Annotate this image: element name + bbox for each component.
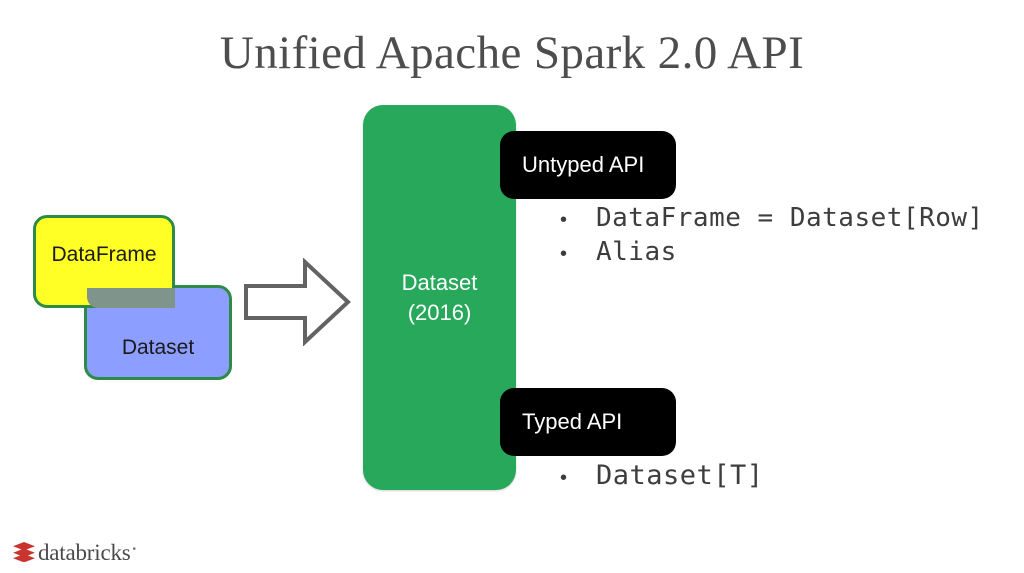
- box-overlap-region: [87, 288, 175, 308]
- flow-arrow: [243, 257, 351, 347]
- databricks-mark-icon: [12, 540, 36, 567]
- bullet-marker-icon: •: [560, 467, 568, 489]
- dataframe-box-label: DataFrame: [51, 243, 157, 266]
- list-item: • DataFrame = Dataset[Row]: [552, 203, 984, 233]
- databricks-logo: databricks •: [12, 540, 136, 566]
- typed-api-bullet-0: Dataset[T]: [596, 460, 764, 491]
- typed-api-bullet-list: • Dataset[T]: [552, 460, 764, 495]
- overlap-shape-icon: [87, 288, 175, 308]
- untyped-api-bullet-0: DataFrame = Dataset[Row]: [596, 203, 984, 233]
- untyped-api-bullet-list: • DataFrame = Dataset[Row] • Alias: [552, 203, 984, 271]
- typed-api-badge-label: Typed API: [522, 409, 623, 434]
- databricks-wordmark: databricks: [38, 540, 131, 565]
- trademark-icon: •: [132, 544, 137, 555]
- dataset-unified-line1: Dataset: [401, 269, 478, 295]
- dataset-unified-panel: Dataset (2016): [363, 105, 516, 490]
- list-item: • Alias: [552, 237, 984, 267]
- bullet-marker-icon: •: [560, 243, 568, 265]
- bullet-marker-icon: •: [560, 209, 568, 231]
- dataset-box-label: Dataset: [121, 336, 195, 359]
- right-block-arrow-icon: [244, 257, 351, 347]
- typed-api-badge: Typed API: [500, 388, 676, 456]
- untyped-api-badge-label: Untyped API: [522, 152, 645, 177]
- dataset-unified-line2: (2016): [407, 299, 472, 325]
- untyped-api-bullet-1: Alias: [596, 237, 677, 267]
- list-item: • Dataset[T]: [552, 460, 764, 491]
- stacked-layers-icon: [13, 541, 35, 562]
- page-title: Unified Apache Spark 2.0 API: [219, 27, 805, 79]
- untyped-api-badge: Untyped API: [500, 131, 676, 199]
- dataset-unified-panel-label: Dataset (2016): [363, 268, 516, 328]
